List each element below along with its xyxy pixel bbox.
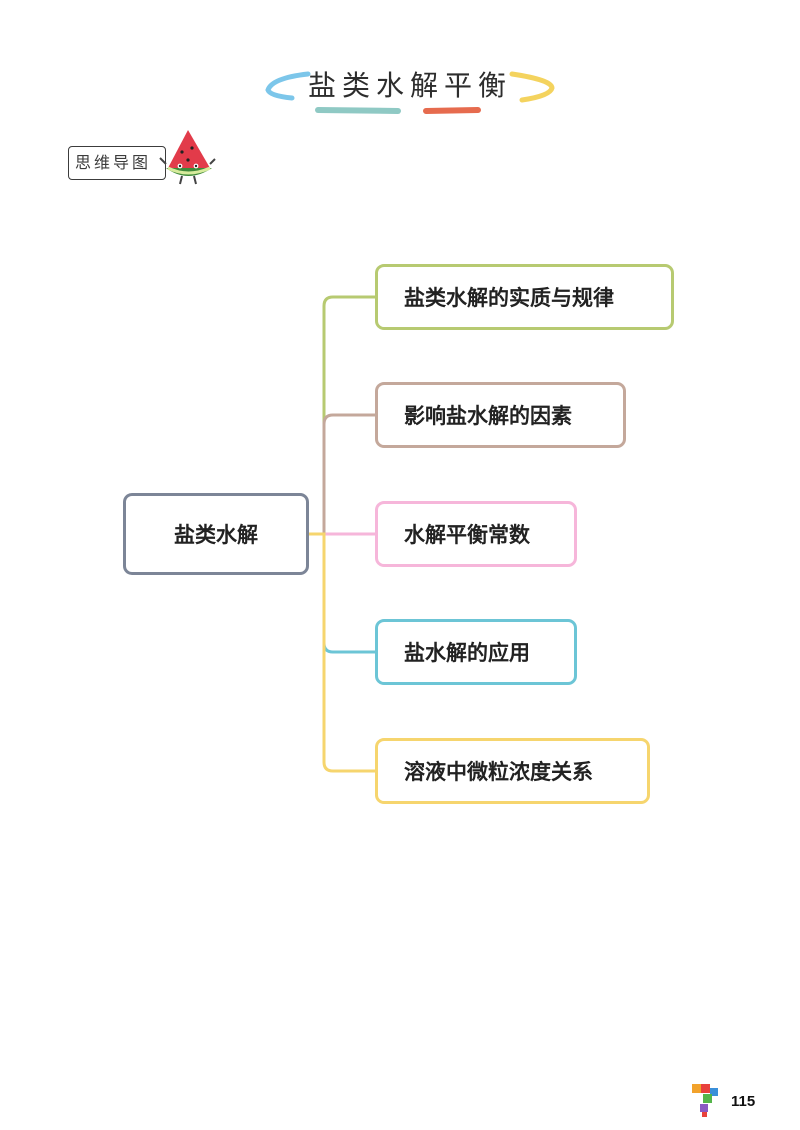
watermelon-icon bbox=[159, 130, 216, 185]
connector-branch-4 bbox=[322, 534, 375, 654]
root-node: 盐类水解 bbox=[123, 493, 309, 575]
branch-node-applications: 盐水解的应用 bbox=[375, 619, 577, 685]
mind-map-label: 思维导图 bbox=[68, 146, 166, 180]
page-title-block: 盐类水解平衡 bbox=[260, 58, 560, 120]
branch-node-factors: 影响盐水解的因素 bbox=[375, 382, 626, 448]
page-number: 115 bbox=[731, 1093, 756, 1110]
connector-branch-2 bbox=[309, 413, 375, 536]
page-title: 盐类水解平衡 bbox=[307, 69, 512, 102]
connector-branch-1 bbox=[309, 295, 375, 536]
branch-node-equilibrium-constant: 水解平衡常数 bbox=[375, 501, 577, 567]
publisher-logo-icon bbox=[692, 1084, 718, 1117]
branch-node-concentration-relations: 溶液中微粒浓度关系 bbox=[375, 738, 650, 804]
branch-node-nature-rules: 盐类水解的实质与规律 bbox=[375, 264, 674, 330]
connector-branch-5 bbox=[309, 532, 375, 773]
title-decoration bbox=[265, 71, 555, 114]
